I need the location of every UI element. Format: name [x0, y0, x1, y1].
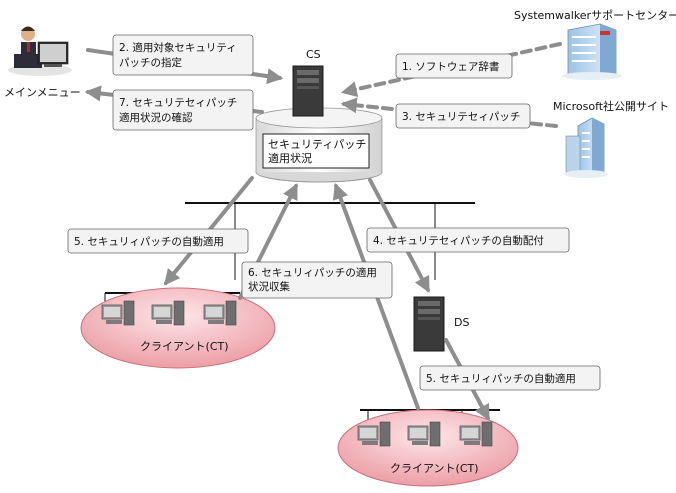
db-label-line1: セキュリティパッチ — [268, 138, 366, 151]
client-pc-icon — [101, 300, 135, 326]
step-6-line1: 6. セキュリィパッチの適用 — [248, 266, 377, 279]
step-7-box: 7. セキュリテセィパッチ 適用状況の確認 — [112, 89, 254, 131]
client-group-left-label: クライアント(CT) — [140, 340, 229, 353]
systemwalker-label: Systemwalkerサポートセンター — [514, 9, 676, 22]
menu-label: メインメニュー — [4, 86, 81, 99]
step-2-box: 2. 適用対象セキュリティ パッチの指定 — [112, 34, 254, 76]
ds-label: DS — [454, 316, 469, 329]
step-6-line2: 状況収集 — [248, 280, 290, 293]
client-group-left-ellipse — [80, 287, 276, 369]
step-5-left-box: 5. セキュリィパッチの自動適用 — [67, 228, 249, 254]
step-6-box: 6. セキュリィパッチの適用 状況収集 — [241, 261, 393, 299]
client-pc-icon — [459, 421, 493, 447]
step-3-box: 3. セキュリテセィパッチ — [395, 103, 531, 129]
step-5-left-label: 5. セキュリィパッチの自動適用 — [74, 235, 224, 248]
step-7-line1: 7. セキュリテセィパッチ — [119, 97, 237, 109]
step-2-line2: パッチの指定 — [119, 56, 182, 69]
db-label-line2: 適用状況 — [268, 151, 312, 165]
microsoft-label: Microsoft社公開サイト — [553, 99, 669, 113]
step-2-line1: 2. 適用対象セキュリティ — [119, 41, 237, 54]
step-4-box: 4. セキュリテセィパッチの自動配付 — [366, 227, 570, 253]
microsoft-building-icon — [564, 117, 608, 178]
systemwalker-building-icon — [562, 23, 622, 80]
cs-label: CS — [306, 48, 321, 61]
client-pc-icon — [407, 421, 441, 447]
step-5-right-label: 5. セキュリィパッチの自動適用 — [426, 372, 576, 385]
client-pc-icon — [357, 421, 391, 447]
step-3-label: 3. セキュリテセィパッチ — [402, 111, 520, 123]
client-group-right-label: クライアント(CT) — [390, 462, 479, 475]
step-1-label: 1. ソフトウェア辞書 — [402, 60, 499, 73]
step-7-line2: 適用状況の確認 — [119, 111, 193, 124]
step-4-label: 4. セキュリテセィパッチの自動配付 — [373, 234, 544, 247]
ds-server-icon — [413, 296, 445, 352]
operator-person-icon — [8, 26, 72, 76]
step-1-box: 1. ソフトウェア辞書 — [395, 53, 513, 79]
client-pc-icon — [151, 300, 185, 326]
client-pc-icon — [203, 300, 237, 326]
db-label-box — [262, 133, 370, 169]
step-5-right-box: 5. セキュリィパッチの自動適用 — [419, 365, 601, 391]
cs-server-icon — [292, 65, 324, 117]
